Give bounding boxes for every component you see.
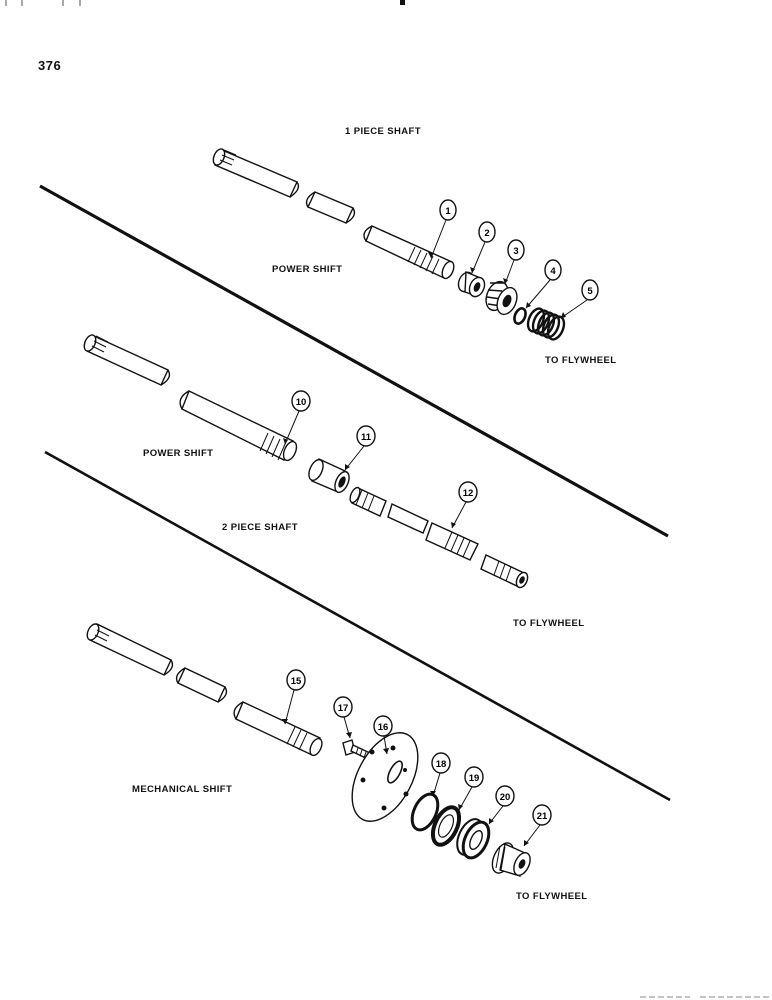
part-spring-5 [526,307,566,341]
callout-10: 10 [283,390,311,445]
part-output-shaft-12 [349,486,529,589]
callout-4: 4 [525,259,562,309]
svg-text:15: 15 [291,676,302,687]
label-to-flywheel-middle: TO FLYWHEEL [513,618,585,629]
callout-1: 1 [428,199,457,259]
part-flange-16 [351,732,419,822]
callout-5: 5 [560,279,599,319]
scan-artifacts [5,0,405,6]
svg-text:4: 4 [550,266,556,277]
svg-text:16: 16 [378,722,389,733]
callout-2: 2 [470,221,496,274]
svg-text:1: 1 [445,206,451,217]
page-number: 376 [38,58,62,73]
svg-text:12: 12 [463,488,474,499]
part-coupler-11 [308,458,350,494]
svg-text:21: 21 [537,811,548,822]
callout-20: 20 [488,785,515,825]
svg-text:5: 5 [587,286,593,297]
shaft-1-piece [212,148,455,280]
label-1-piece-shaft: 1 PIECE SHAFT [345,126,421,137]
part-collar-2 [457,270,486,298]
shaft-2-piece-input [83,334,298,462]
callout-3: 3 [503,239,525,285]
part-ring-4 [513,307,527,325]
label-power-shift-middle: POWER SHIFT [143,448,214,459]
svg-text:10: 10 [296,397,307,408]
svg-text:20: 20 [500,792,511,803]
callout-18: 18 [430,752,451,797]
label-to-flywheel-top: TO FLYWHEEL [545,355,617,366]
callout-11: 11 [344,425,376,471]
svg-text:19: 19 [469,773,480,784]
callout-12: 12 [451,481,478,529]
svg-text:18: 18 [436,759,447,770]
divider-line-1 [39,184,669,538]
part-bearing-20 [456,818,491,860]
svg-text:17: 17 [338,703,349,714]
callout-17: 17 [333,696,353,739]
part-splined-hub-21 [491,842,531,877]
svg-text:11: 11 [361,432,372,443]
part-gear-3 [485,280,518,316]
label-mechanical-shift: MECHANICAL SHIFT [132,784,233,795]
label-to-flywheel-bottom: TO FLYWHEEL [516,891,588,902]
label-power-shift-top: POWER SHIFT [272,264,343,275]
callout-19: 19 [458,766,484,811]
divider-line-2 [44,450,671,802]
callout-21: 21 [523,804,552,847]
callout-15: 15 [282,669,306,725]
shaft-mechanical [86,623,323,757]
callout-16: 16 [373,715,393,755]
part-bearing-19 [430,805,462,847]
svg-text:2: 2 [484,228,489,239]
label-2-piece-shaft: 2 PIECE SHAFT [222,522,298,533]
svg-text:3: 3 [513,246,518,257]
